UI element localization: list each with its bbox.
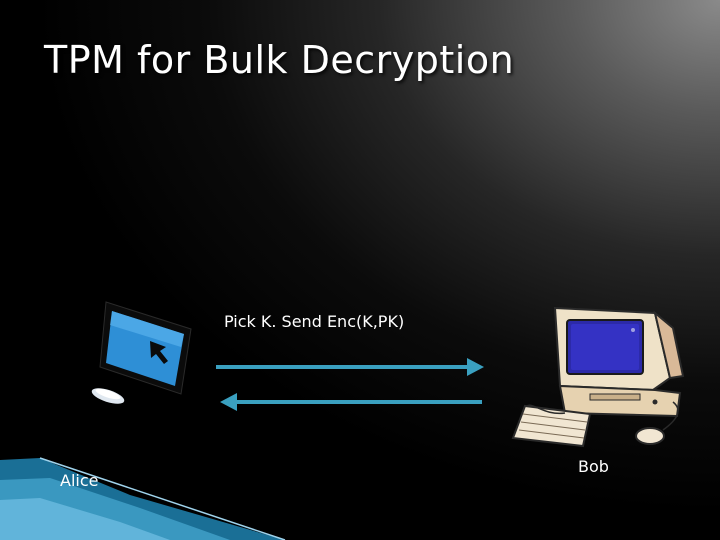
- actor-label-alice: Alice: [60, 471, 98, 490]
- slide-title: TPM for Bulk Decryption: [44, 38, 514, 82]
- desktop-computer-icon: [505, 298, 695, 453]
- arrow-bob-to-alice: [212, 390, 492, 414]
- laptop-icon: [88, 297, 198, 412]
- message-label: Pick K. Send Enc(K,PK): [224, 312, 404, 331]
- decorative-swoosh: [0, 450, 300, 540]
- arrow-alice-to-bob: [212, 355, 492, 379]
- actor-label-bob: Bob: [578, 457, 609, 476]
